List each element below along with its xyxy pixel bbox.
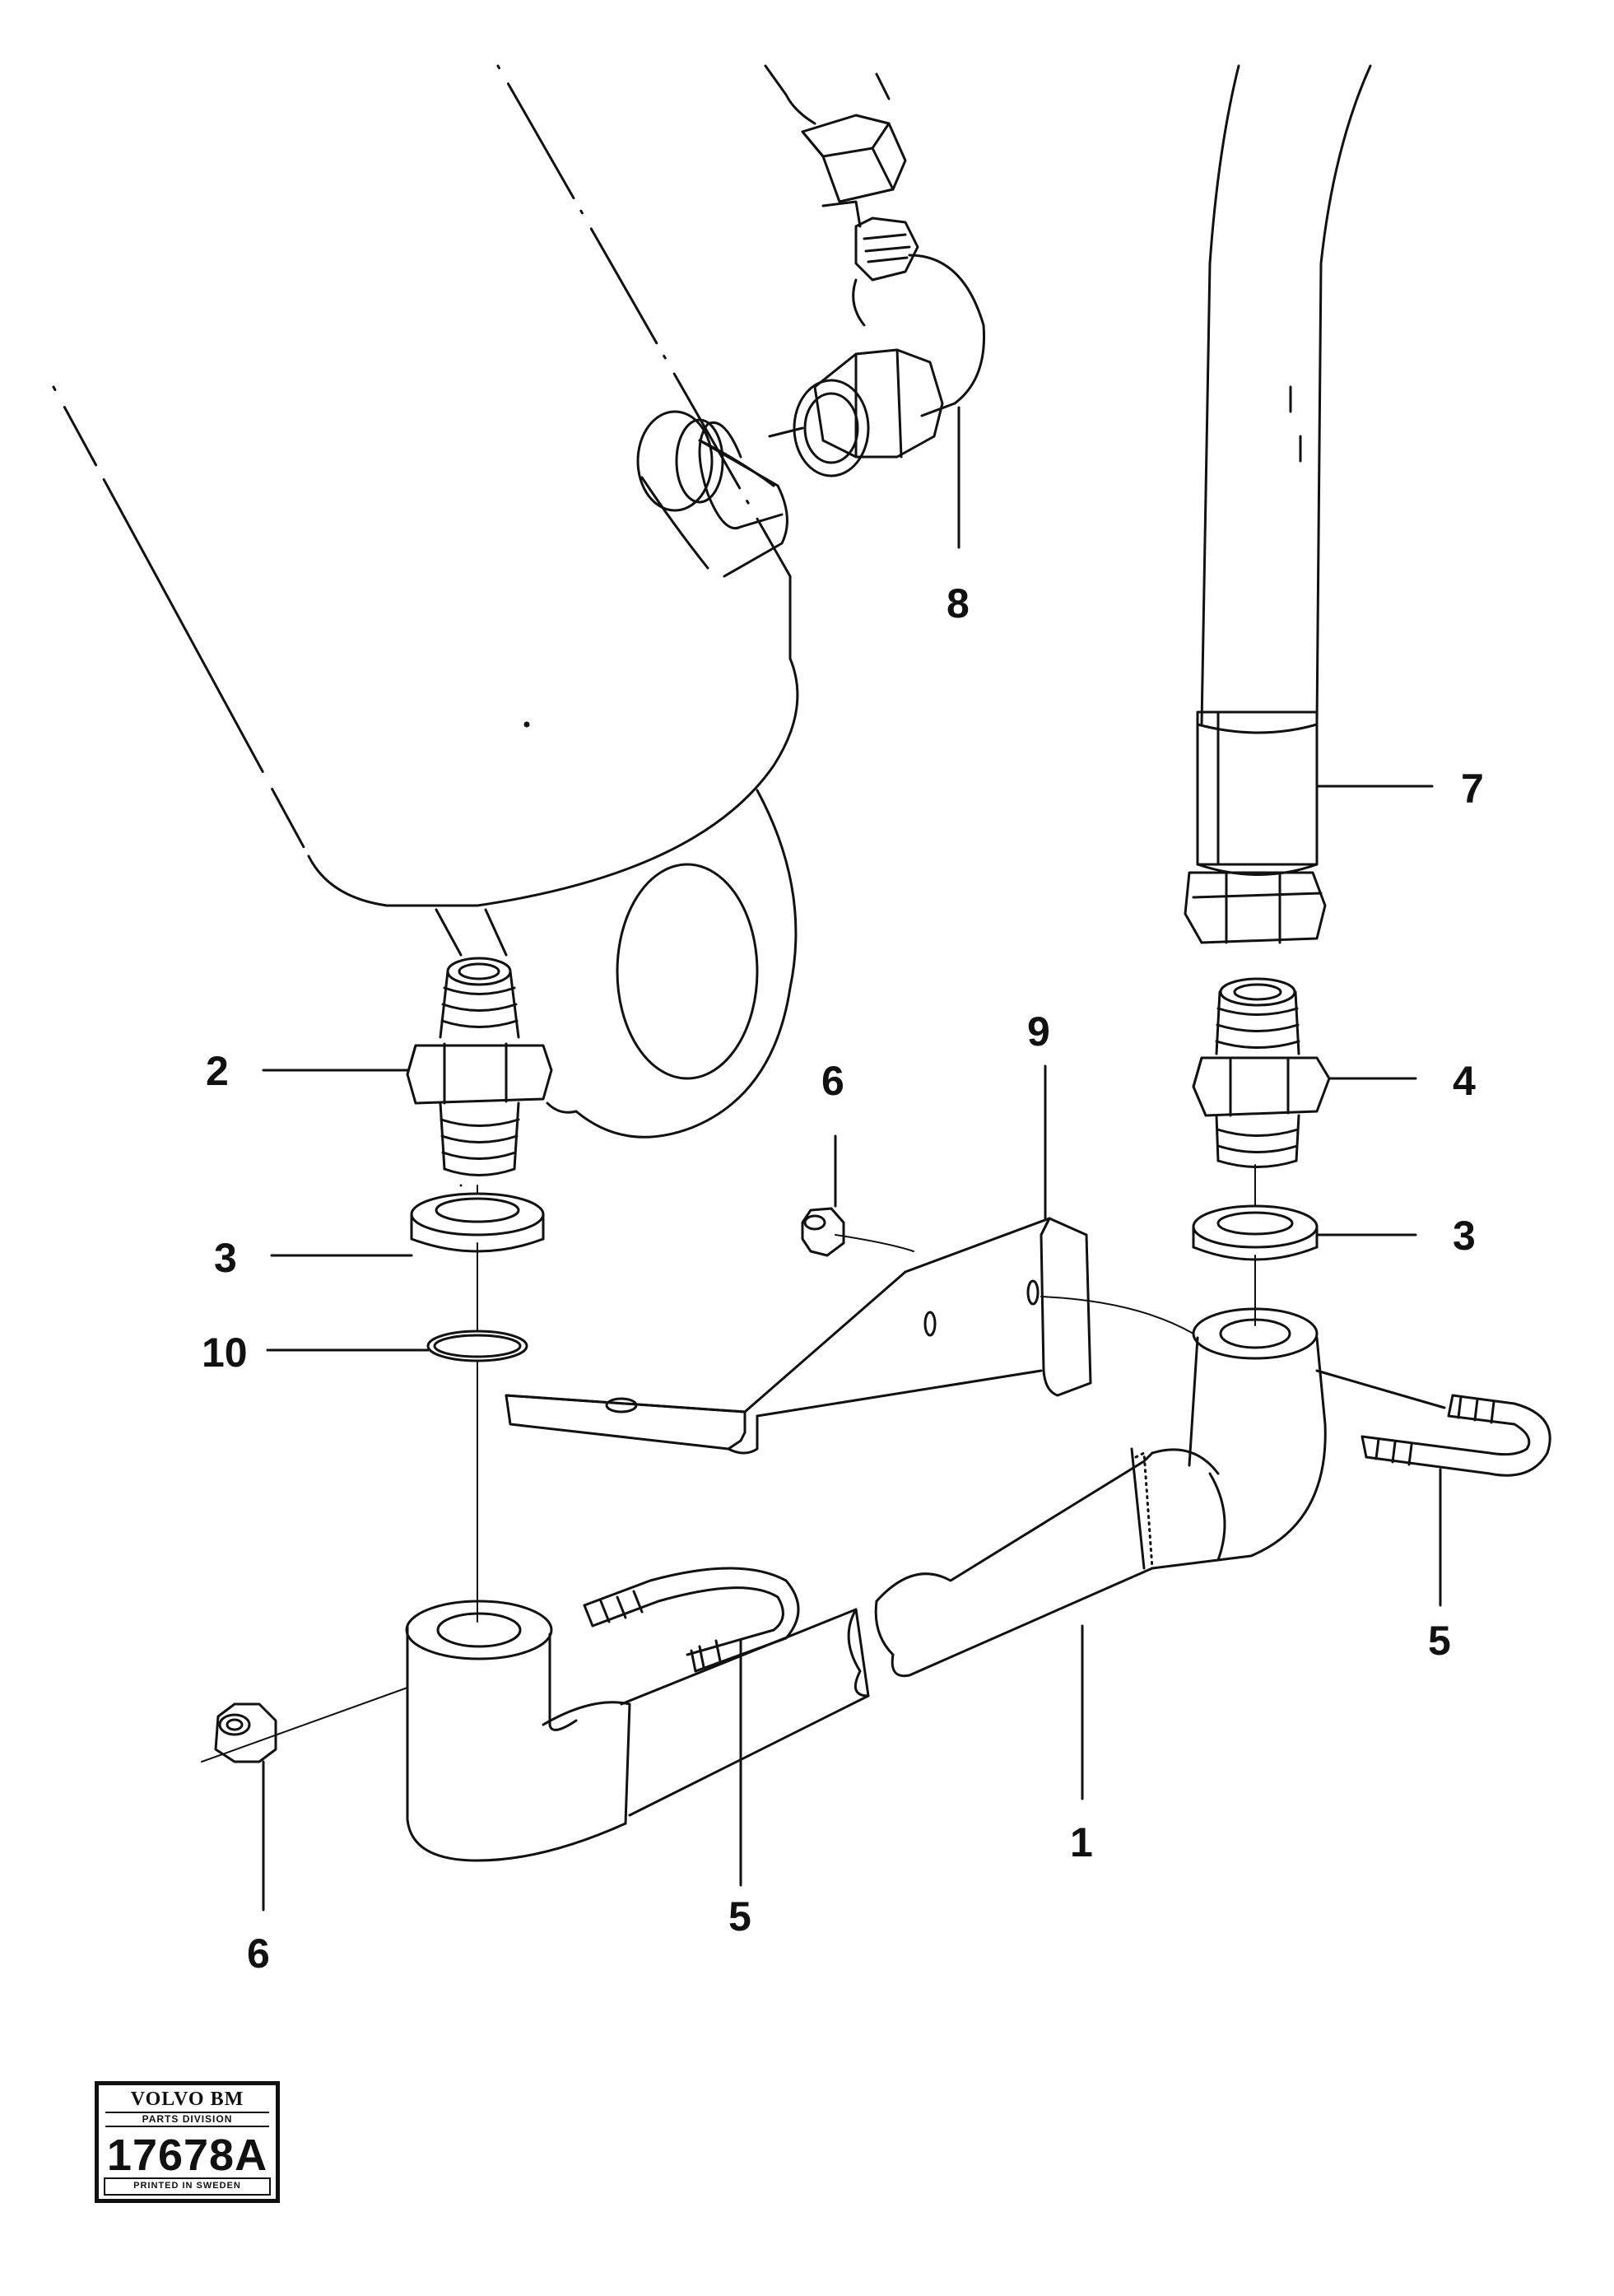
adapter-2 bbox=[262, 957, 553, 1187]
callout-6-bottom: 6 bbox=[247, 1930, 270, 1977]
callout-3-right: 3 bbox=[1453, 1213, 1476, 1259]
alignment-lines bbox=[201, 1164, 1256, 1763]
stamp-brand: VOLVO BM bbox=[130, 2089, 244, 2110]
callout-4: 4 bbox=[1453, 1058, 1476, 1104]
stamp-division: PARTS DIVISION bbox=[105, 2112, 269, 2127]
u-bolt-5-left bbox=[583, 1567, 800, 1887]
callout-1: 1 bbox=[1070, 1819, 1093, 1865]
washers-3 bbox=[270, 1192, 1417, 1261]
callout-labels: 1 2 3 3 4 5 5 6 6 7 8 9 10 bbox=[202, 580, 1484, 1977]
callout-2: 2 bbox=[206, 1048, 229, 1094]
callout-7: 7 bbox=[1461, 766, 1484, 812]
stamp-printed-in: PRINTED IN SWEDEN bbox=[104, 2177, 271, 2196]
callout-6-top: 6 bbox=[821, 1058, 844, 1104]
callout-5-left: 5 bbox=[728, 1893, 751, 1940]
nut-6-bottom bbox=[214, 1702, 277, 1912]
stamp-drawing-number: 17678A bbox=[106, 2131, 268, 2180]
callout-9: 9 bbox=[1027, 1008, 1050, 1055]
callout-8: 8 bbox=[947, 580, 970, 626]
hydraulic-cylinder bbox=[52, 64, 799, 1139]
bracket-9 bbox=[505, 1064, 1092, 1455]
u-bolt-5-right bbox=[1315, 1369, 1551, 1607]
pipe-assembly-1 bbox=[405, 1307, 1327, 1862]
callout-3-left: 3 bbox=[214, 1235, 237, 1281]
adapter-4 bbox=[1192, 977, 1417, 1168]
callout-5-right: 5 bbox=[1428, 1618, 1451, 1664]
callout-10: 10 bbox=[202, 1330, 248, 1376]
volvo-bm-parts-stamp: VOLVO BM PARTS DIVISION 17678A PRINTED I… bbox=[95, 2081, 280, 2203]
nut-6-top bbox=[801, 1134, 845, 1257]
upper-hose-with-elbow bbox=[675, 64, 986, 549]
right-hose bbox=[1184, 64, 1434, 944]
o-ring-10 bbox=[266, 1330, 528, 1362]
